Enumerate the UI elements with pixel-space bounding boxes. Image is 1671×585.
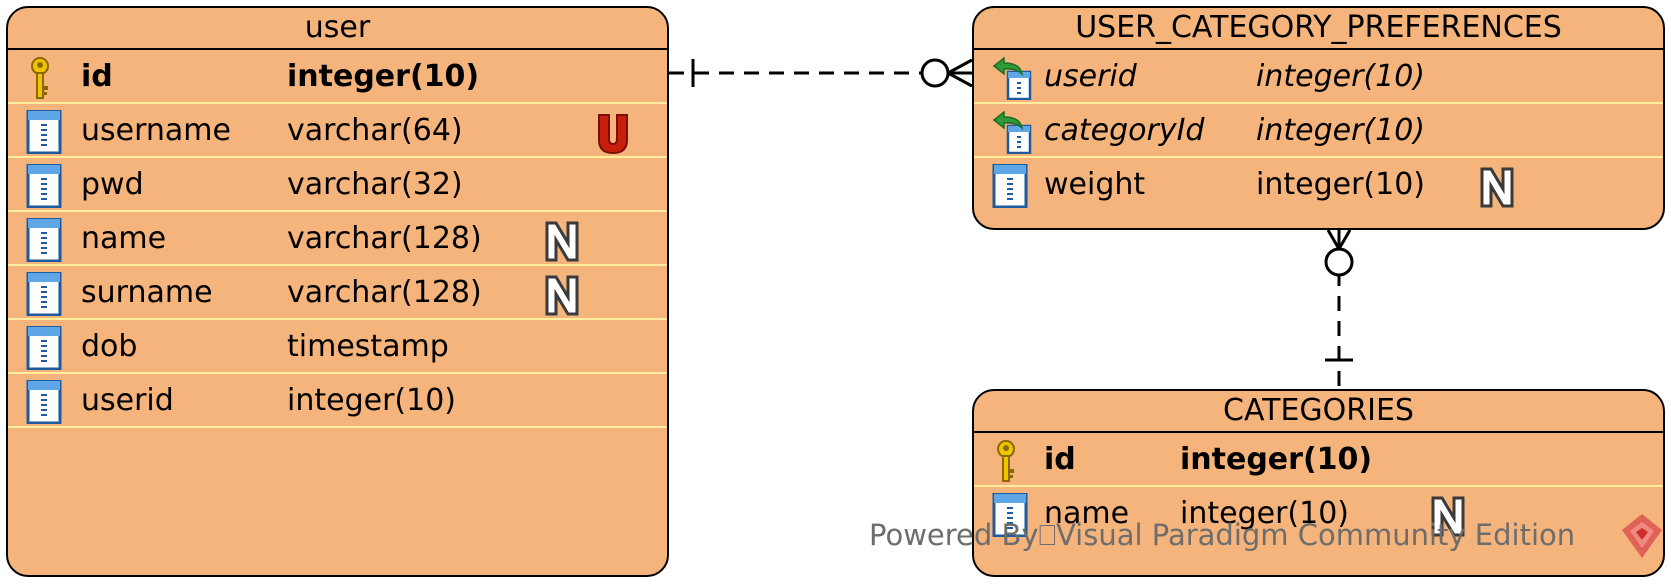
column-row[interactable]: categoryId integer(10)	[974, 104, 1663, 158]
column-row[interactable]: id integer(10)	[8, 50, 667, 104]
nullable-badge-icon	[1478, 165, 1516, 209]
column-name: categoryId	[1044, 113, 1205, 148]
column-icon	[24, 271, 66, 317]
table-title: CATEGORIES	[974, 391, 1663, 433]
column-icon	[24, 217, 66, 263]
categories-table[interactable]: CATEGORIES id integer(10) name integer(10)	[972, 389, 1665, 577]
column-type: integer(10)	[287, 59, 480, 94]
column-name: pwd	[81, 167, 144, 202]
column-row[interactable]: dob timestamp	[8, 320, 667, 374]
nullable-badge-icon	[1429, 494, 1467, 538]
nullable-badge-icon	[543, 219, 581, 263]
column-type: varchar(64)	[287, 113, 463, 148]
visual-paradigm-logo-icon	[1622, 514, 1662, 558]
column-name: dob	[81, 329, 138, 364]
table-title: user	[8, 8, 667, 50]
column-row[interactable]: userid integer(10)	[8, 374, 667, 428]
column-name: weight	[1044, 167, 1146, 202]
key-icon	[990, 439, 1032, 483]
column-icon	[24, 109, 66, 155]
column-type: varchar(32)	[287, 167, 463, 202]
column-row[interactable]: id integer(10)	[974, 433, 1663, 487]
column-icon	[24, 325, 66, 371]
column-icon	[24, 163, 66, 209]
column-name: id	[1044, 442, 1076, 477]
column-row[interactable]: weight integer(10)	[974, 158, 1663, 212]
column-row[interactable]: name varchar(128)	[8, 212, 667, 266]
column-name: name	[1044, 496, 1130, 531]
table-title: USER_CATEGORY_PREFERENCES	[974, 8, 1663, 50]
foreign-key-icon	[990, 110, 1032, 155]
column-type: integer(10)	[287, 383, 456, 418]
column-row[interactable]: userid integer(10)	[974, 50, 1663, 104]
column-icon	[990, 492, 1032, 538]
column-name: id	[81, 59, 113, 94]
column-name: username	[81, 113, 231, 148]
user-category-preferences-table[interactable]: USER_CATEGORY_PREFERENCES userid integer(…	[972, 6, 1665, 230]
column-icon	[990, 163, 1032, 209]
column-row[interactable]: surname varchar(128)	[8, 266, 667, 320]
column-type: integer(10)	[1180, 442, 1373, 477]
unique-badge-icon	[594, 111, 632, 155]
watermark-text: Powered By⎕Visual Paradigm Community Edi…	[869, 518, 1576, 552]
column-type: varchar(128)	[287, 221, 482, 256]
column-icon	[24, 379, 66, 425]
column-row[interactable]: name integer(10)	[974, 487, 1663, 541]
zero-optional-marker	[920, 58, 950, 88]
zero-optional-marker	[1324, 247, 1354, 277]
key-icon	[24, 56, 66, 100]
nullable-badge-icon	[543, 273, 581, 317]
column-row[interactable]: username varchar(64)	[8, 104, 667, 158]
column-type: integer(10)	[1256, 167, 1425, 202]
column-name: surname	[81, 275, 213, 310]
column-type: integer(10)	[1180, 496, 1349, 531]
column-type: varchar(128)	[287, 275, 482, 310]
column-name: name	[81, 221, 167, 256]
column-name: userid	[81, 383, 174, 418]
foreign-key-icon	[990, 56, 1032, 101]
column-name: userid	[1044, 59, 1137, 94]
column-type: integer(10)	[1256, 113, 1425, 148]
column-row[interactable]: pwd varchar(32)	[8, 158, 667, 212]
column-type: integer(10)	[1256, 59, 1425, 94]
column-type: timestamp	[287, 329, 449, 364]
user-table[interactable]: user id integer(10) username varchar(64) pwd…	[6, 6, 669, 577]
